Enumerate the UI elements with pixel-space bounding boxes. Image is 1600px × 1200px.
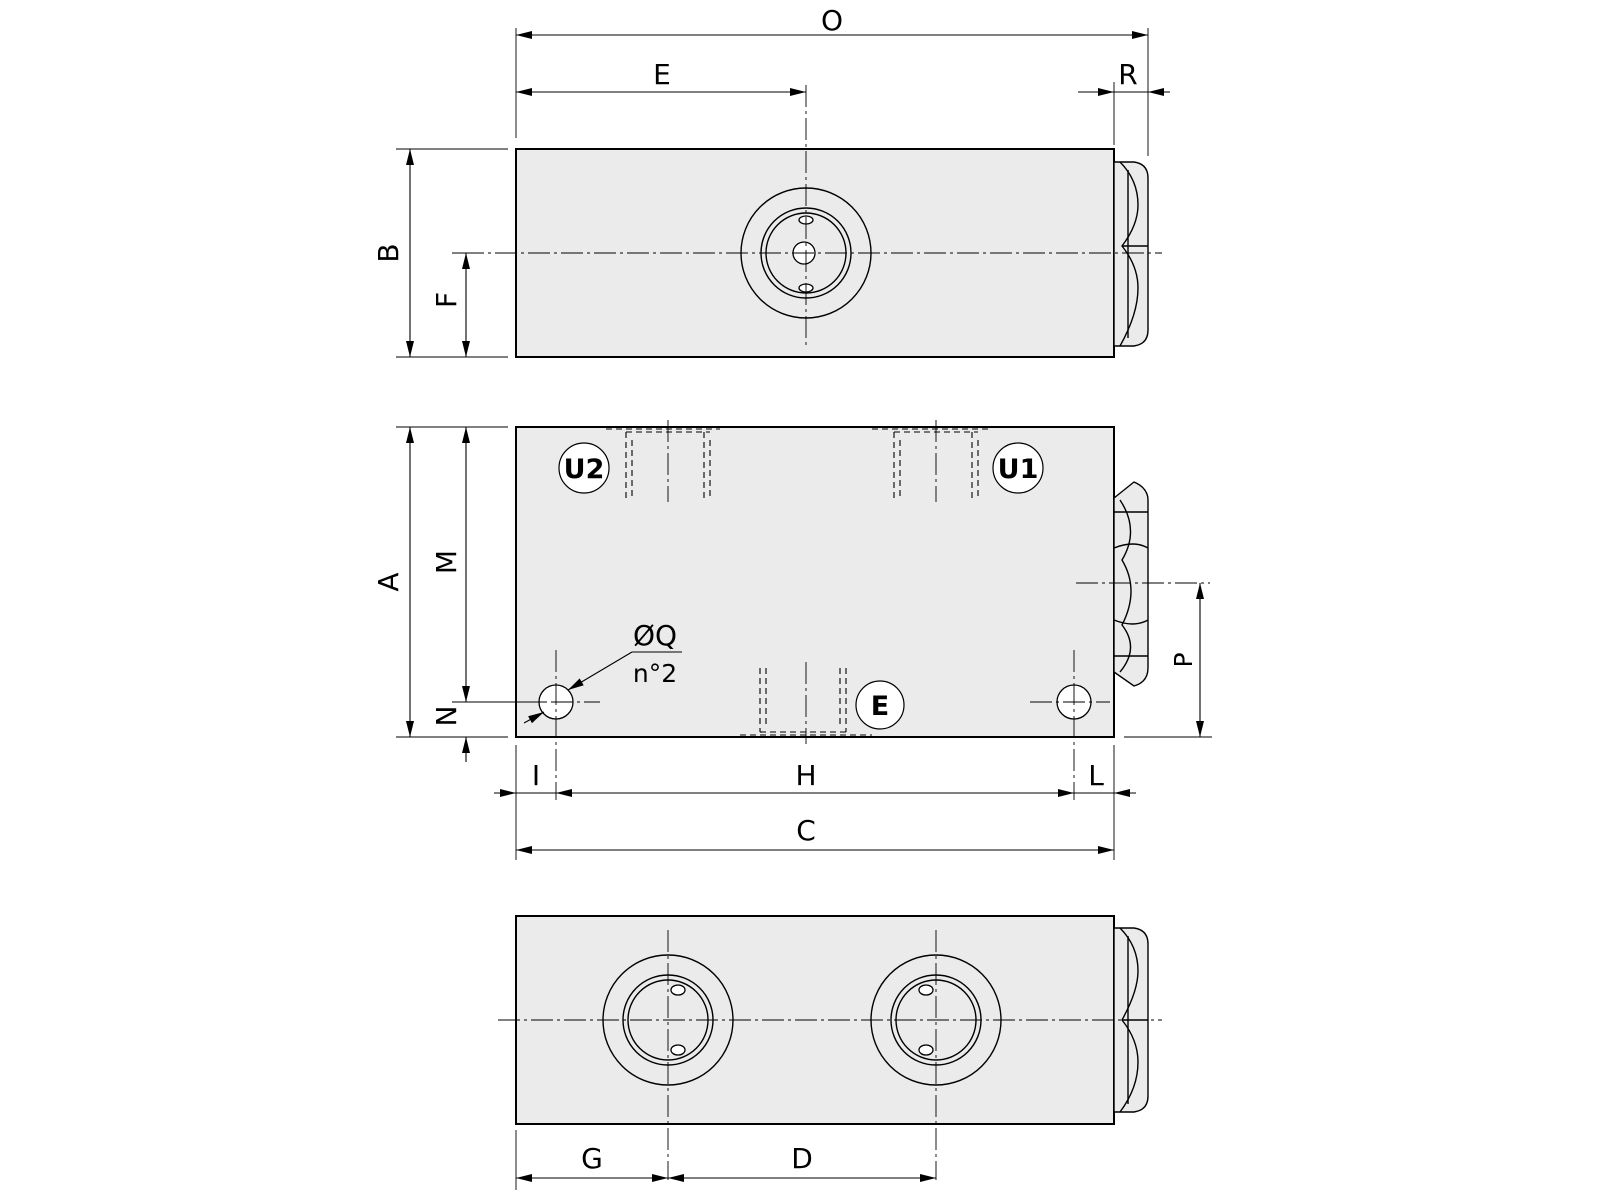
dim-label-i: I xyxy=(532,759,540,792)
dim-label-d: D xyxy=(791,1142,813,1175)
dim-label-a: A xyxy=(372,572,405,591)
front-view: U2 U1 E ØQ n°2 A M N xyxy=(372,420,1212,860)
front-view-mounting-holes xyxy=(518,650,1110,800)
port-label-u2: U2 xyxy=(558,442,610,494)
port-label-e: E xyxy=(855,680,905,730)
dim-label-r: R xyxy=(1118,58,1137,91)
hole-callout: ØQ n°2 xyxy=(523,619,682,724)
dim-label-f: F xyxy=(430,292,463,308)
dim-label-p: P xyxy=(1169,652,1198,667)
dim-label-e: E xyxy=(653,58,671,91)
dim-label-h: H xyxy=(795,759,816,792)
port-label-u1: U1 xyxy=(992,442,1044,494)
front-view-hidden-bores xyxy=(606,420,988,744)
dim-label-n: N xyxy=(430,706,463,727)
port-text-u1: U1 xyxy=(998,454,1039,485)
top-view: O E R B F xyxy=(372,4,1170,358)
dim-label-m: M xyxy=(430,550,463,574)
front-view-hex-nut xyxy=(1113,481,1149,687)
bottom-view: G D xyxy=(498,915,1162,1190)
dim-label-l: L xyxy=(1088,759,1104,792)
port-text-u2: U2 xyxy=(564,454,605,485)
dim-label-b: B xyxy=(372,243,405,262)
top-view-hex-nut xyxy=(1113,161,1149,347)
hole-diameter-label: ØQ xyxy=(633,619,677,652)
port-text-e: E xyxy=(871,691,889,722)
dim-label-c: C xyxy=(796,814,816,847)
dim-label-o: O xyxy=(821,4,843,37)
hole-count-label: n°2 xyxy=(633,659,677,688)
dim-label-g: G xyxy=(581,1142,603,1175)
